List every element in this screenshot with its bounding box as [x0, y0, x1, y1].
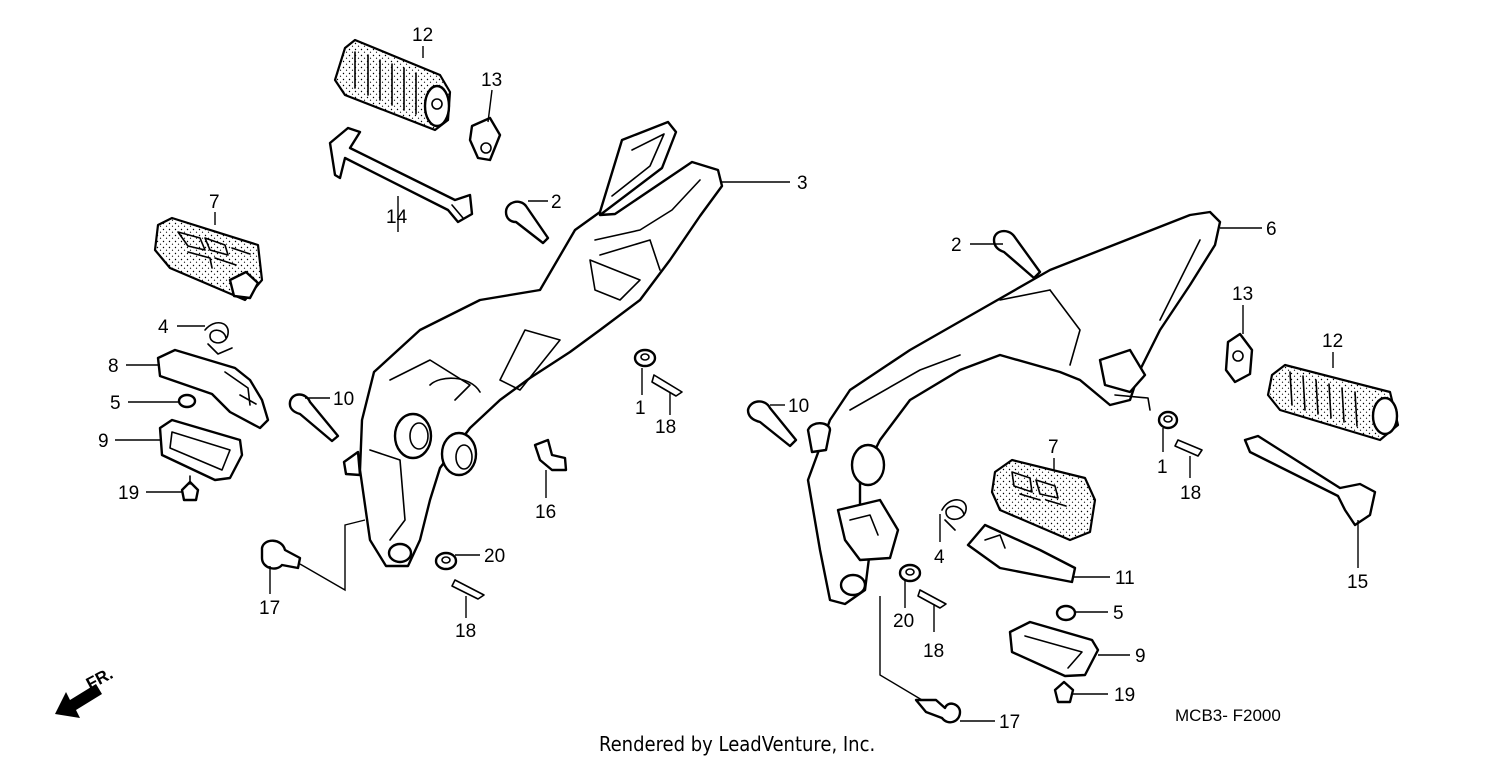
callout-18-left-lower: 18	[455, 621, 476, 642]
callout-12-right: 12	[1322, 331, 1343, 352]
callout-13-left: 13	[481, 70, 502, 91]
bolt-part-16[interactable]	[533, 438, 568, 472]
footpeg-rubber-part-7-left[interactable]	[153, 216, 264, 302]
pin-part-10-right[interactable]	[746, 400, 798, 448]
spring-part-4-right[interactable]	[941, 499, 967, 531]
washer-part-20-right[interactable]	[898, 563, 922, 583]
callout-20-right: 20	[893, 611, 914, 632]
bolt-part-19-left[interactable]	[180, 475, 200, 502]
footpeg-cover-part-9-left[interactable]	[158, 418, 244, 482]
cotter-pin-part-18-right[interactable]	[1174, 439, 1203, 457]
bolt-part-17-left[interactable]	[260, 539, 302, 570]
diagram-code: MCB3- F2000	[1175, 706, 1281, 725]
callout-4-left: 4	[158, 317, 169, 338]
nut-part-5-right[interactable]	[1055, 604, 1077, 622]
callout-20-left: 20	[484, 546, 505, 567]
callout-18-right-upper: 18	[1180, 483, 1201, 504]
nut-part-5-left[interactable]	[177, 393, 197, 409]
washer-plate-part-13-right[interactable]	[1224, 332, 1254, 384]
cotter-pin-part-18-left-lower[interactable]	[451, 579, 485, 600]
footpeg-holder-part-11[interactable]	[966, 523, 1077, 584]
callout-2-left: 2	[551, 192, 562, 213]
callout-17-left: 17	[259, 598, 280, 619]
front-direction-indicator: FR.	[55, 664, 116, 718]
footpeg-holder-part-8[interactable]	[156, 348, 270, 430]
callout-4-right: 4	[934, 547, 945, 568]
callout-16: 16	[535, 502, 556, 523]
bolt-part-19-right[interactable]	[1053, 680, 1075, 704]
callout-8: 8	[108, 356, 119, 377]
callout-3: 3	[797, 173, 808, 194]
bolt-part-17-right[interactable]	[914, 698, 962, 724]
pin-part-2-left[interactable]	[504, 200, 550, 245]
callout-9-right: 9	[1135, 646, 1146, 667]
washer-plate-part-13-left[interactable]	[468, 116, 502, 162]
footpeg-rubber-part-12-left[interactable]	[333, 38, 452, 132]
right-bracket-part-6[interactable]	[806, 210, 1222, 606]
callout-17-right: 17	[999, 712, 1020, 733]
callout-5-left: 5	[110, 393, 121, 414]
washer-part-1-right[interactable]	[1157, 410, 1179, 430]
callout-11: 11	[1115, 568, 1135, 589]
footpeg-cover-part-9-right[interactable]	[1008, 620, 1100, 678]
callout-9-left: 9	[98, 431, 109, 452]
callout-6: 6	[1266, 219, 1277, 240]
callout-5-right: 5	[1113, 603, 1124, 624]
washer-part-1-left[interactable]	[633, 348, 657, 368]
callout-12-left: 12	[412, 25, 433, 46]
pin-part-14[interactable]	[328, 126, 474, 224]
cotter-pin-part-18-right-lower[interactable]	[917, 589, 947, 609]
callout-18-right-lower: 18	[923, 641, 944, 662]
callout-7-right: 7	[1048, 437, 1059, 458]
callout-1-left: 1	[635, 398, 646, 419]
render-credit: Rendered by LeadVenture, Inc.	[599, 732, 875, 756]
callout-10-left: 10	[333, 389, 354, 410]
leader-bolt-17	[299, 519, 366, 592]
callout-18-left-upper: 18	[655, 417, 676, 438]
pin-part-2-right[interactable]	[992, 229, 1042, 280]
callout-7-left: 7	[209, 192, 220, 213]
callout-13-right: 13	[1232, 284, 1253, 305]
left-bracket-part-3[interactable]	[342, 120, 724, 568]
callout-19-right: 19	[1114, 685, 1135, 706]
footpeg-rubber-part-12-right[interactable]	[1266, 363, 1400, 442]
leader-bolt-17-right	[879, 596, 923, 701]
arrow-left-down-icon	[55, 684, 102, 718]
spring-part-4-left[interactable]	[204, 322, 233, 355]
callout-2-right: 2	[951, 235, 962, 256]
washer-part-20-left[interactable]	[434, 551, 458, 571]
callout-labels: 12 13 3 2 14 7 4 8 5 9 19 10 17 1 18 16 …	[98, 25, 1368, 733]
pin-part-10-left[interactable]	[288, 393, 340, 443]
callout-14: 14	[386, 207, 408, 228]
callout-leaders	[115, 46, 1359, 722]
footpeg-rubber-part-7-right[interactable]	[990, 458, 1097, 542]
callout-15: 15	[1347, 572, 1368, 593]
callout-10-right: 10	[788, 396, 809, 417]
pin-part-15[interactable]	[1243, 434, 1377, 527]
callout-19-left: 19	[118, 483, 139, 504]
cotter-pin-part-18-left[interactable]	[651, 374, 683, 397]
callout-1-right: 1	[1157, 457, 1168, 478]
